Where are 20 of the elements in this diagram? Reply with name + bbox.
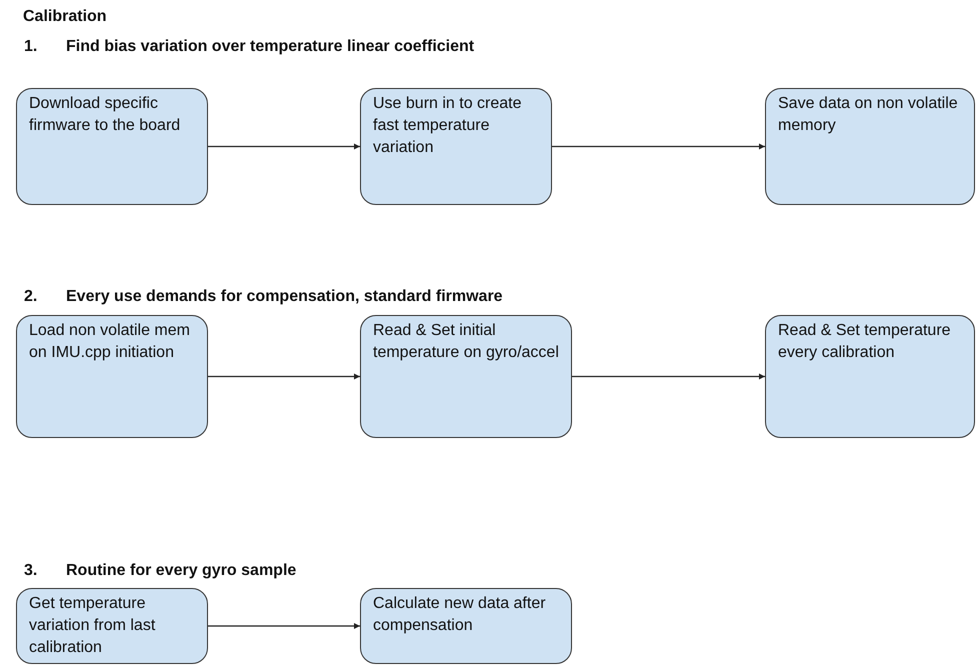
diagram-title: Calibration [23, 8, 107, 26]
process-box: Download specific firmware to the board [16, 88, 208, 205]
process-box: Get temperature variation from last calibration [16, 588, 208, 664]
section-heading: Every use demands for compensation, standard firmware [66, 288, 503, 306]
process-box: Load non volatile mem on IMU.cpp initiation [16, 315, 208, 438]
process-box: Use burn in to create fast temperature variation [360, 88, 552, 205]
arrow [552, 144, 765, 150]
process-box: Calculate new data after compensation [360, 588, 572, 664]
section-heading: Routine for every gyro sample [66, 562, 296, 580]
process-box: Save data on non volatile memory [765, 88, 975, 205]
arrow [572, 374, 765, 380]
process-box: Read & Set temperature every calibration [765, 315, 975, 438]
section-number: 3. [24, 562, 38, 580]
section-number: 2. [24, 288, 38, 306]
arrow [208, 144, 360, 150]
process-box: Read & Set initial temperature on gyro/accel [360, 315, 572, 438]
section-heading: Find bias variation over temperature linear coefficient [66, 38, 474, 56]
section-number: 1. [24, 38, 38, 56]
arrow [208, 623, 360, 629]
arrow [208, 374, 360, 380]
